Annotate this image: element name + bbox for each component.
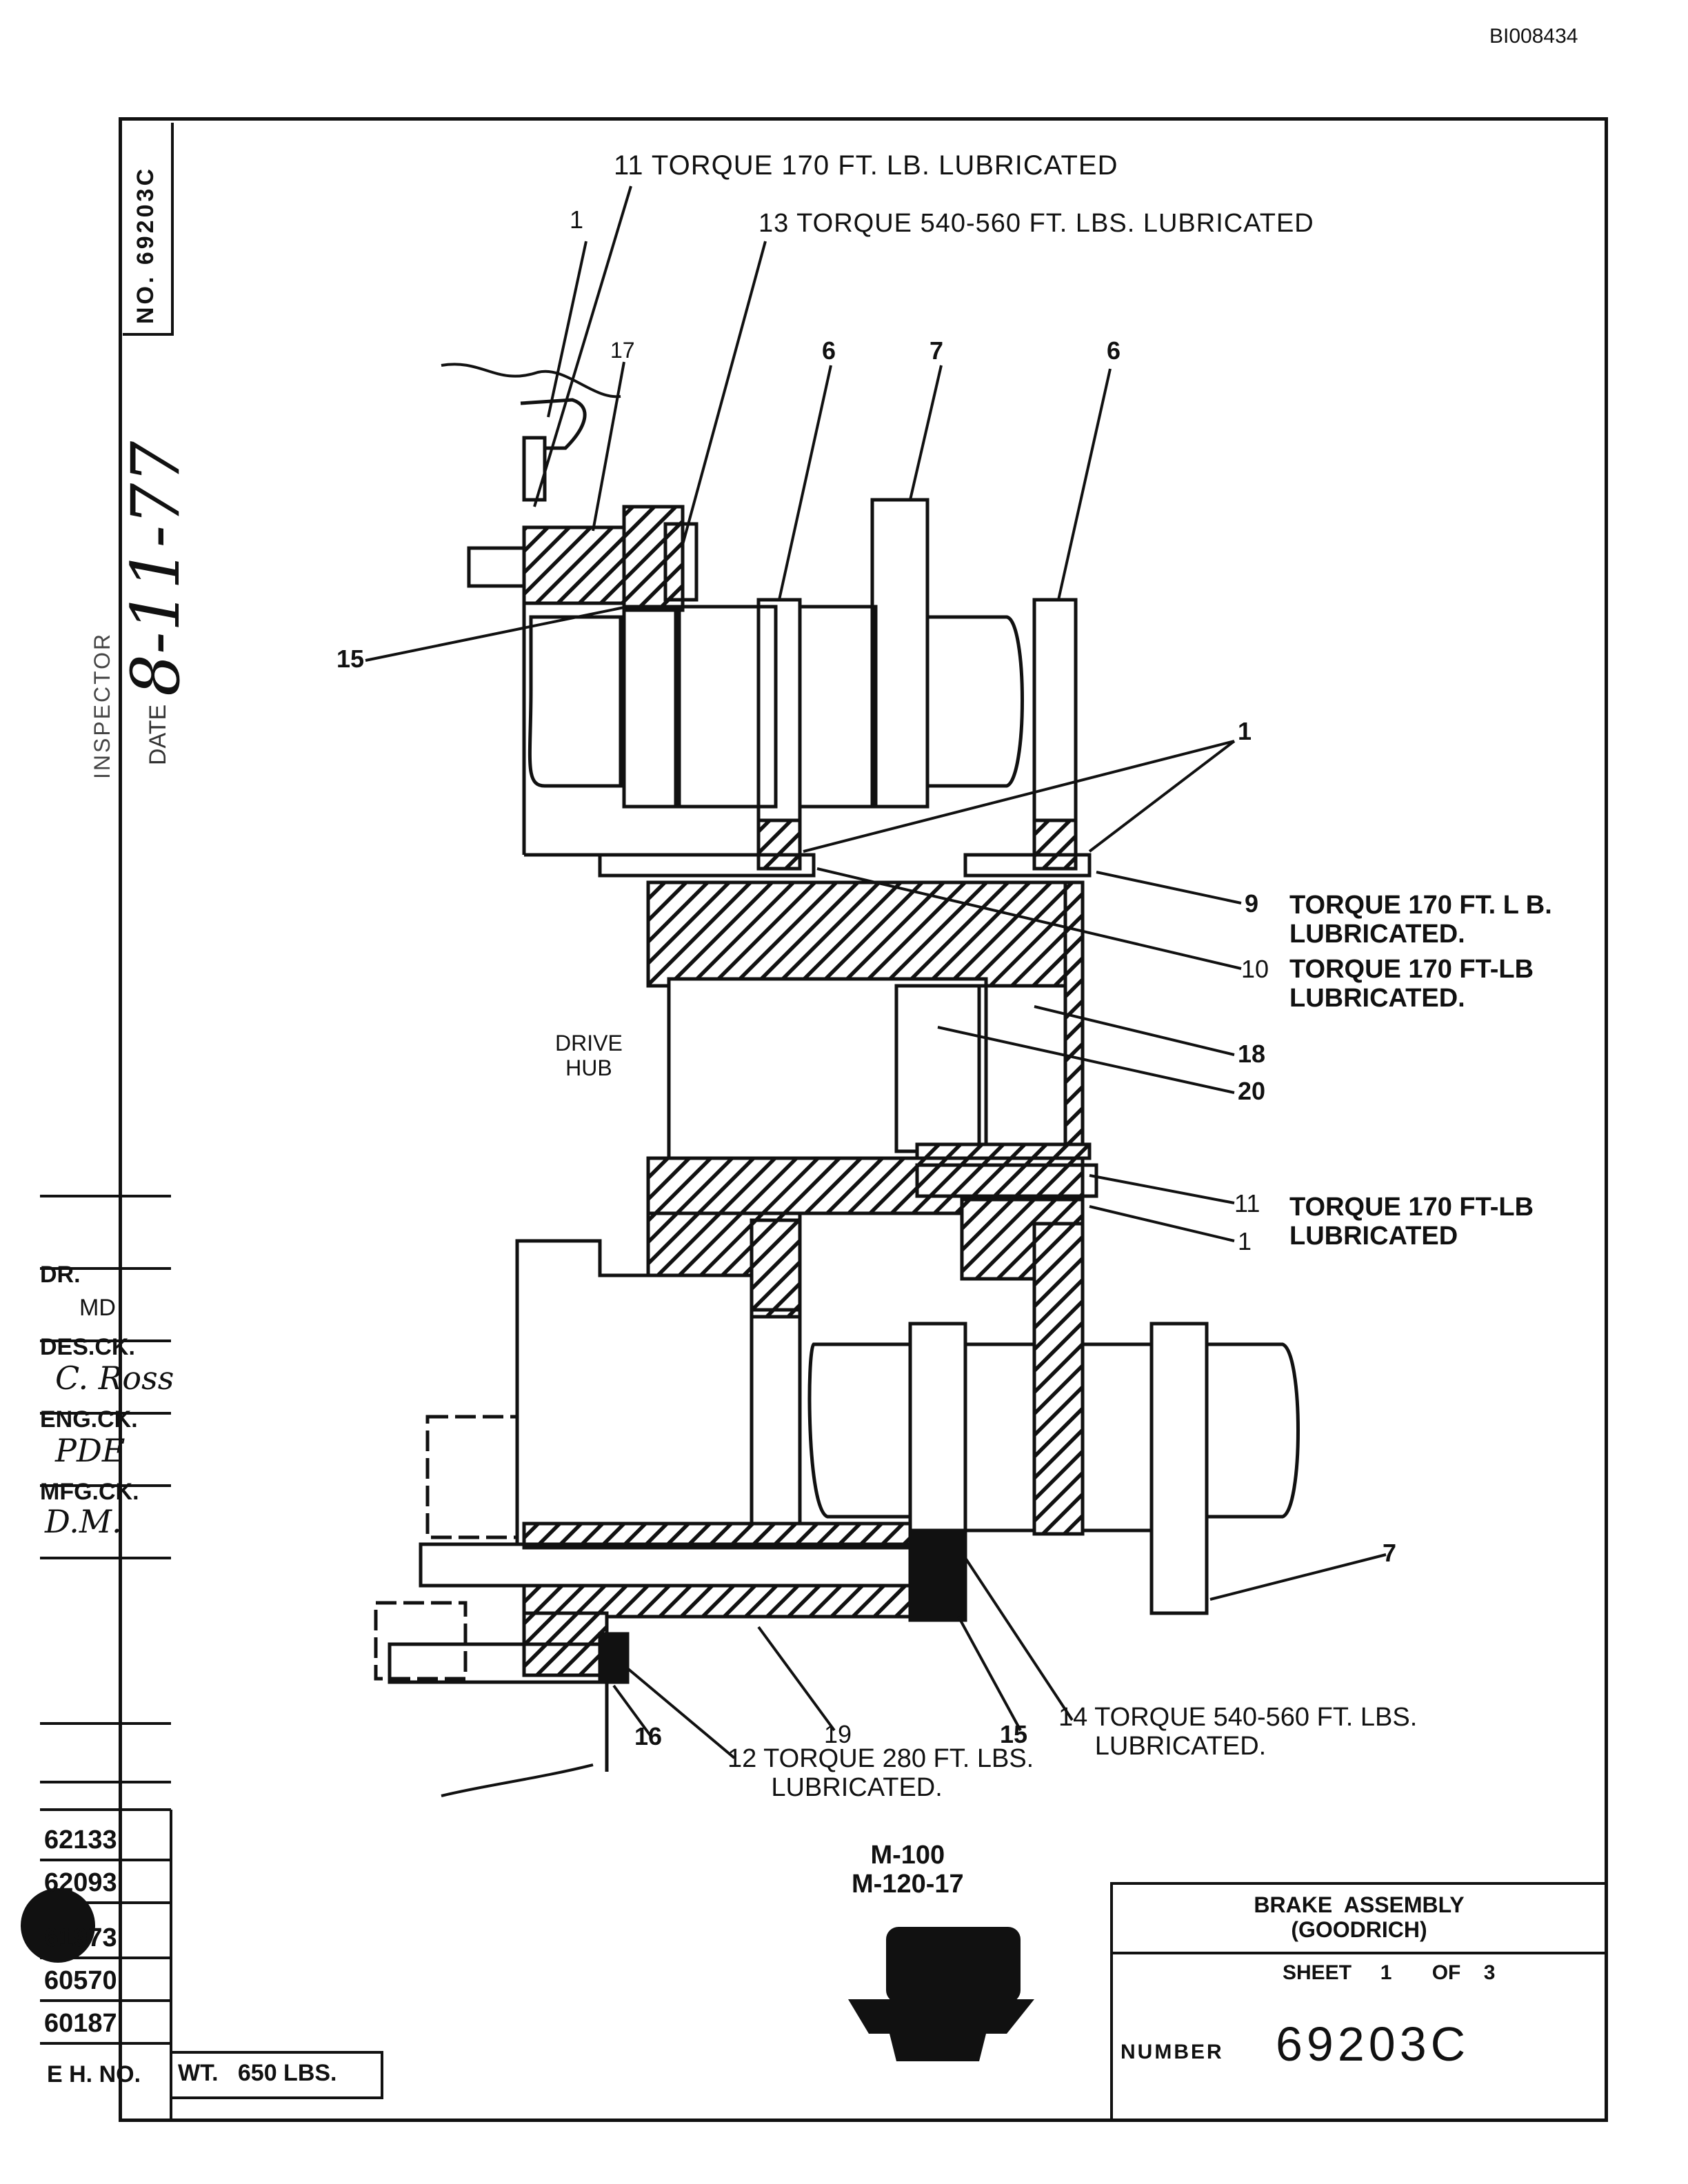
callout-1-right: 1: [1238, 717, 1252, 745]
callout-16: 16: [634, 1722, 663, 1750]
title-row: [1110, 1882, 1608, 1954]
mfg-ck-label: MFG.CK.: [40, 1479, 139, 1505]
drawing-number-strip: [123, 123, 174, 336]
callout-15-left: 15: [336, 645, 365, 673]
callout-9-note: TORQUE 170 FT. L B. LUBRICATED.: [1289, 891, 1552, 949]
callout-18: 18: [1238, 1040, 1266, 1068]
drawing-title: BRAKE ASSEMBLY (GOODRICH): [1254, 1892, 1465, 1942]
callout-15-bottom: 15: [1000, 1720, 1028, 1748]
eh-no-label: E H. NO.: [47, 2061, 141, 2087]
callout-1-top: 1: [570, 205, 584, 234]
des-ck-signature: C. Ross: [55, 1359, 174, 1397]
callout-11-top: 11 TORQUE 170 FT. LB. LUBRICATED: [614, 150, 1118, 181]
weight-box: [170, 2051, 383, 2099]
callout-12-note: 12 TORQUE 280 FT. LBS. LUBRICATED.: [727, 1744, 1034, 1802]
mfg-ck-signature: D.M.: [45, 1503, 122, 1540]
eng-ck-label: ENG.CK.: [40, 1406, 138, 1433]
drive-hub-label: DRIVE HUB: [555, 1031, 623, 1080]
dr-label: DR.: [40, 1262, 81, 1288]
callout-9: 9: [1245, 889, 1259, 918]
callout-1-mid: 1: [1238, 1227, 1252, 1255]
callout-14-note: 14 TORQUE 540-560 FT. LBS. LUBRICATED.: [1058, 1703, 1418, 1761]
eng-ck-signature: PDE: [55, 1432, 125, 1469]
callout-7-top: 7: [930, 336, 944, 365]
callout-6-right: 6: [1107, 336, 1121, 365]
number-label: NUMBER: [1121, 2041, 1224, 2063]
callout-13-top: 13 TORQUE 540-560 FT. LBS. LUBRICATED: [758, 209, 1314, 238]
document-id: BI008434: [1489, 25, 1578, 48]
revision-3: 61973: [40, 1917, 171, 1959]
weight-label: WT. 650 LBS.: [178, 2060, 337, 2086]
revision-1: 62133: [40, 1819, 171, 1861]
callout-11-mid: 11: [1234, 1189, 1260, 1217]
callout-6-left: 6: [822, 336, 836, 365]
callout-11-mid-note: TORQUE 170 FT-LB LUBRICATED: [1289, 1193, 1534, 1251]
callout-20: 20: [1238, 1077, 1266, 1105]
sheet-indicator: SHEET 1 OF 3: [1283, 1961, 1496, 1984]
drawing-frame: [119, 117, 1608, 2122]
drawing-number: 69203C: [1276, 2017, 1470, 2071]
callout-17: 17: [610, 338, 635, 363]
des-ck-label: DES.CK.: [40, 1334, 135, 1360]
callout-10: 10: [1241, 955, 1269, 983]
callout-7-bottom: 7: [1383, 1539, 1397, 1567]
revision-4: 60570: [40, 1959, 171, 2002]
dr-initials: MD: [79, 1295, 116, 1321]
revision-5: 60187: [40, 2002, 171, 2045]
revision-2: 62093: [40, 1861, 171, 1904]
model-designations: M-100 M-120-17: [852, 1841, 964, 1899]
callout-10-note: TORQUE 170 FT-LB LUBRICATED.: [1289, 955, 1534, 1013]
callout-19: 19: [824, 1720, 852, 1748]
